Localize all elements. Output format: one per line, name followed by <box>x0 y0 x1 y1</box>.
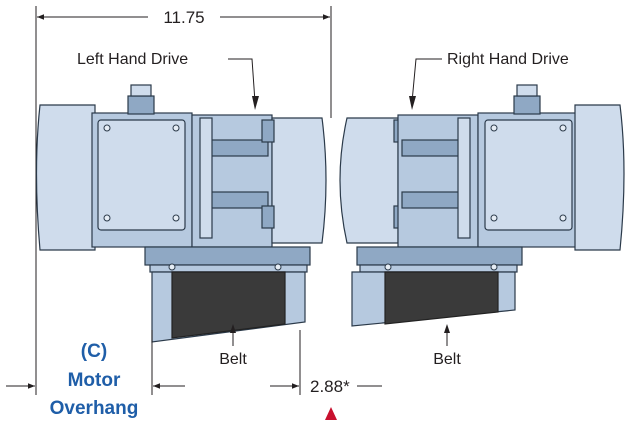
right-drive-label: Right Hand Drive <box>447 51 569 68</box>
right-belt <box>384 271 499 325</box>
left-mounting-base <box>144 246 311 266</box>
reference-marker-triangle <box>325 407 337 420</box>
right-fan-cap <box>574 104 625 251</box>
right-conduit-fitting <box>513 95 541 115</box>
belt-left-label: Belt <box>219 351 247 368</box>
right-hand-motor <box>339 84 625 327</box>
offset-value: 2.88* <box>310 377 350 396</box>
belt-right-label: Belt <box>433 351 461 368</box>
left-output-flange <box>271 117 327 244</box>
overhang-callout-line2: Motor <box>68 370 121 391</box>
left-fan-cap <box>35 104 96 251</box>
right-mounting-base <box>356 246 523 266</box>
belt-left-callout: Belt <box>219 324 247 368</box>
right-output-flange <box>339 117 399 244</box>
right-terminal-box <box>484 119 573 231</box>
overhang-callout-line3: Overhang <box>50 398 139 419</box>
overall-width-dimension: 11.75 <box>35 6 332 395</box>
left-terminal-box <box>97 119 186 231</box>
left-belt <box>171 271 286 339</box>
belt-right-callout: Belt <box>433 324 461 368</box>
left-conduit-fitting <box>127 95 155 115</box>
left-drive-label: Left Hand Drive <box>77 51 188 68</box>
motor-overhang-dimension: (C) Motor Overhang <box>6 330 185 419</box>
overall-width-value: 11.75 <box>163 8 204 27</box>
overhang-callout-line1: (C) <box>81 341 107 362</box>
offset-dimension: 2.88* <box>270 330 382 396</box>
left-hand-motor <box>35 84 327 343</box>
